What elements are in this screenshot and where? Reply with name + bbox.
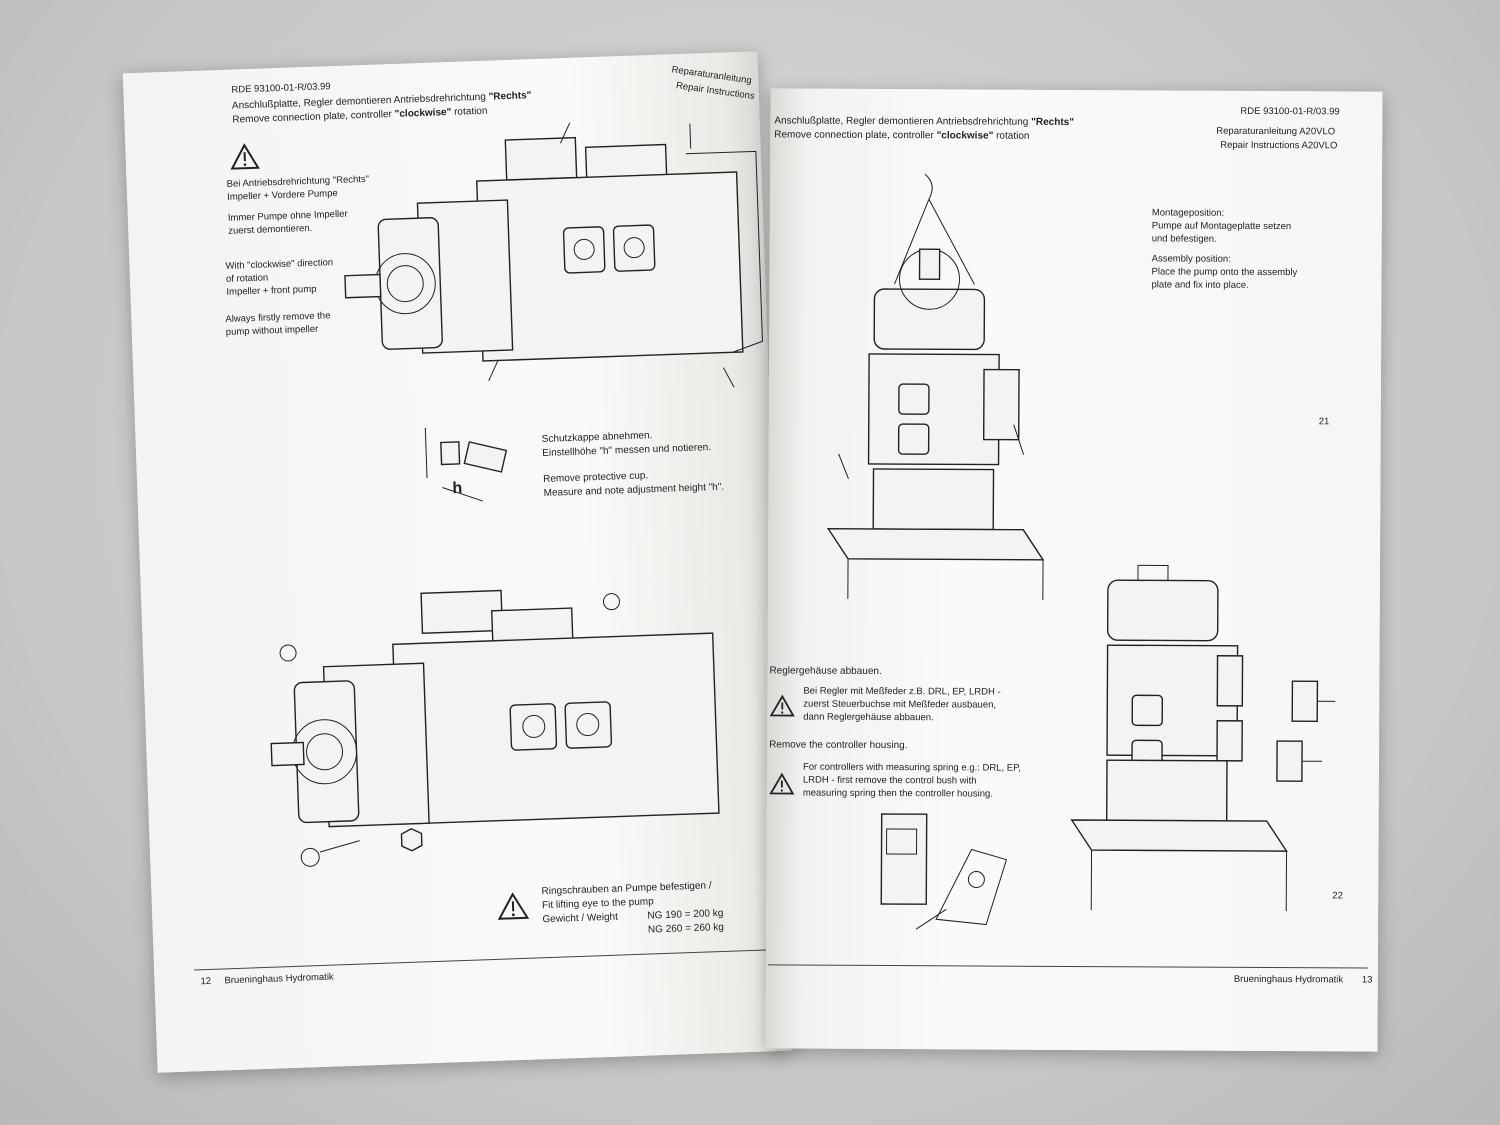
control-bush-removal-detail [880, 813, 1008, 930]
lift-weight-260: NG 260 = 260 kg [647, 921, 724, 936]
heading-de-text: Anschlußplatte, Regler demontieren Antri… [774, 115, 1032, 128]
right-page: Anschlußplatte, Regler demontieren Antri… [765, 88, 1383, 1052]
figure-number-22: 22 [1332, 890, 1343, 902]
mount-de-2: Pumpe auf Montageplatte setzen [1151, 220, 1292, 233]
heading-de: Anschlußplatte, Regler demontieren Antri… [774, 114, 1074, 129]
heading-de-bold: "Rechts" [488, 90, 532, 103]
note-de-4: zuerst demontieren. [228, 222, 313, 237]
page-number-right: 13 [1361, 974, 1373, 986]
warning-icon-controller-de [769, 694, 795, 717]
title-en: Repair Instructions A20VLO [1220, 139, 1338, 152]
left-page: RDE 93100-01-R/03.99 Anschlußplatte, Reg… [122, 51, 793, 1073]
controller-removal-drawing [1070, 564, 1336, 912]
heading-en: Remove connection plate, controller "clo… [774, 128, 1029, 142]
figure-number-21: 21 [1318, 416, 1330, 428]
assy-en-1: Assembly position: [1151, 253, 1231, 265]
ctrl-de-2: zuerst Steuerbuchse mit Meßfeder ausbaue… [803, 698, 997, 711]
ctrl-en-heading: Remove the controller housing. [769, 739, 908, 752]
assy-en-3: plate and fix into place. [1151, 279, 1249, 291]
footer-rule [194, 949, 774, 971]
note-en-3: Impeller + front pump [226, 283, 317, 298]
pump-assembly-drawing [826, 173, 1045, 600]
lift-weight-label: Gewicht / Weight [542, 911, 619, 926]
doc-code: RDE 93100-01-R/03.99 [231, 81, 331, 96]
warning-icon [230, 143, 260, 170]
ctrl-en-3: measuring spring then the controller hou… [802, 787, 993, 800]
heading-en-suffix: rotation [993, 130, 1030, 142]
pump-drawing-top [344, 122, 763, 388]
lift-instruction-2: Fit lifting eye to the pump [541, 896, 654, 912]
note-de-2: Impeller + Vordere Pumpe [226, 187, 338, 203]
heading-en-text: Remove connection plate, controller [774, 129, 937, 142]
note-en-5: pump without impeller [225, 323, 319, 338]
pump-drawing-bottom [270, 589, 720, 867]
footer-brand-left: Brueninghaus Hydromatik [224, 971, 334, 987]
footer-brand-right: Brueninghaus Hydromatik [1233, 973, 1344, 986]
ctrl-de-3: dann Reglergehäuse abbauen. [803, 711, 934, 724]
heading-en-bold: "clockwise" [394, 106, 452, 120]
heading-en-bold: "clockwise" [936, 130, 994, 142]
heading-en-suffix: rotation [451, 105, 488, 118]
ctrl-en-2: LRDH - first remove the control bush wit… [802, 774, 977, 787]
footer-rule [767, 964, 1368, 969]
ctrl-de-1: Bei Regler mit Meßfeder z.B. DRL, EP, LR… [803, 685, 1001, 698]
lift-weight-190: NG 190 = 200 kg [647, 907, 724, 922]
warning-icon-lifting [497, 892, 530, 920]
mount-de-1: Montageposition: [1151, 207, 1225, 219]
ctrl-de-heading: Reglergehäuse abbauen. [769, 665, 882, 677]
protective-cap-detail [424, 428, 508, 502]
height-h-label: h [452, 479, 463, 498]
note-en-1: With "clockwise" direction [225, 257, 334, 272]
warning-icon-controller-en [769, 772, 795, 795]
doc-code: RDE 93100-01-R/03.99 [1240, 105, 1340, 118]
title-de: Reparaturanleitung A20VLO [1216, 125, 1336, 138]
mount-de-3: und befestigen. [1151, 233, 1217, 245]
ctrl-en-1: For controllers with measuring spring e.… [802, 761, 1021, 774]
page-number-left: 12 [200, 975, 212, 988]
assy-en-2: Place the pump onto the assembly [1151, 266, 1298, 279]
heading-de-bold: "Rechts" [1031, 116, 1075, 128]
